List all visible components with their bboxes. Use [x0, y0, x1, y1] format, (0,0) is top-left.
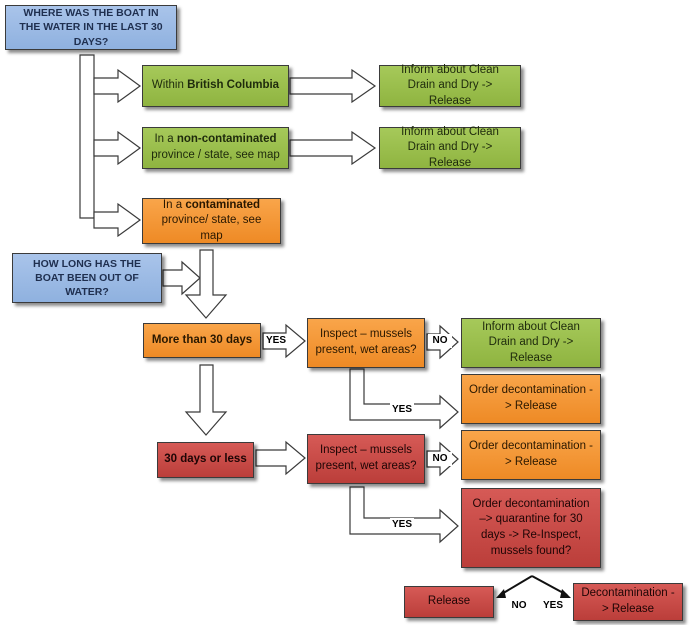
arrow-inspect2-to-quarantine: [349, 486, 459, 544]
arrow-to-noncont: [93, 130, 142, 166]
split-lines: [499, 575, 568, 596]
question-where-boat-was: WHERE WAS THE BOAT IN THE WATER IN THE L…: [5, 5, 177, 50]
label-yes-inspect1: YES: [390, 403, 414, 417]
question-where-text: WHERE WAS THE BOAT IN THE WATER IN THE L…: [19, 7, 163, 48]
arrow-less30-to-inspect2: [255, 440, 306, 476]
more-than-30-days: More than 30 days: [143, 323, 261, 358]
arrow-to-bc: [93, 68, 142, 104]
label-no-inspect1: NO: [428, 334, 452, 348]
quarantine-text: Order decontamination –> quarantine for …: [472, 497, 590, 557]
decon-final-text: Decontamination -> Release: [581, 587, 675, 615]
option-bc-text: Within British Columbia: [151, 79, 280, 92]
order-decontamination-2: Order decontamination -> Release: [461, 430, 601, 480]
option-british-columbia: Within British Columbia: [142, 65, 289, 107]
inform-clean-drain-dry-2: Inform about Clean Drain and Dry -> Rele…: [379, 125, 521, 169]
inspect-mussels-1: Inspect – mussels present, wet areas?: [307, 318, 425, 368]
label-yes-quarantine: YES: [541, 599, 565, 613]
less-30-text: 30 days or less: [164, 453, 247, 466]
decon-2-text: Order decontamination -> Release: [468, 440, 593, 468]
inform-1-text: Inform about Clean Drain and Dry -> Rele…: [401, 63, 499, 107]
bracket-connector: [79, 54, 95, 219]
inform-2-text: Inform about Clean Drain and Dry -> Rele…: [401, 125, 499, 169]
more-than-30-text: More than 30 days: [151, 333, 253, 346]
arrow-to-cont: [93, 202, 142, 238]
arrow-bc-to-inform: [289, 68, 377, 104]
inform-clean-drain-dry-3: Inform about Clean Drain and Dry -> Rele…: [461, 318, 601, 368]
inspect-mussels-2: Inspect – mussels present, wet areas?: [307, 434, 425, 484]
label-no-inspect2: NO: [428, 452, 452, 466]
thirty-days-or-less: 30 days or less: [157, 442, 254, 478]
label-yes-inspect2: YES: [390, 518, 414, 532]
inform-3-text: Inform about Clean Drain and Dry -> Rele…: [482, 320, 580, 364]
arrow-inspect1-to-decon: [349, 368, 459, 430]
arrow-noncont-to-inform: [289, 130, 377, 166]
arrow-q2-right: [162, 260, 201, 296]
arrow-down-to-less30: [184, 364, 228, 436]
question-how-long-text: HOW LONG HAS THE BOAT BEEN OUT OF WATER?: [33, 257, 141, 299]
order-decontamination-quarantine: Order decontamination –> quarantine for …: [461, 488, 601, 568]
label-yes-more30: YES: [264, 334, 288, 348]
release-box: Release: [404, 586, 494, 618]
decon-1-text: Order decontamination -> Release: [468, 384, 593, 412]
question-how-long-out: HOW LONG HAS THE BOAT BEEN OUT OF WATER?: [12, 253, 162, 303]
release-text: Release: [427, 595, 471, 608]
decontamination-release: Decontamination -> Release: [573, 583, 683, 621]
arrow-down-to-more30: [184, 249, 228, 319]
label-no-quarantine: NO: [508, 599, 530, 613]
inspect-1-text: Inspect – mussels present, wet areas?: [315, 328, 417, 356]
order-decontamination-1: Order decontamination -> Release: [461, 374, 601, 424]
inform-clean-drain-dry-1: Inform about Clean Drain and Dry -> Rele…: [379, 63, 521, 107]
inspect-2-text: Inspect – mussels present, wet areas?: [315, 444, 417, 472]
